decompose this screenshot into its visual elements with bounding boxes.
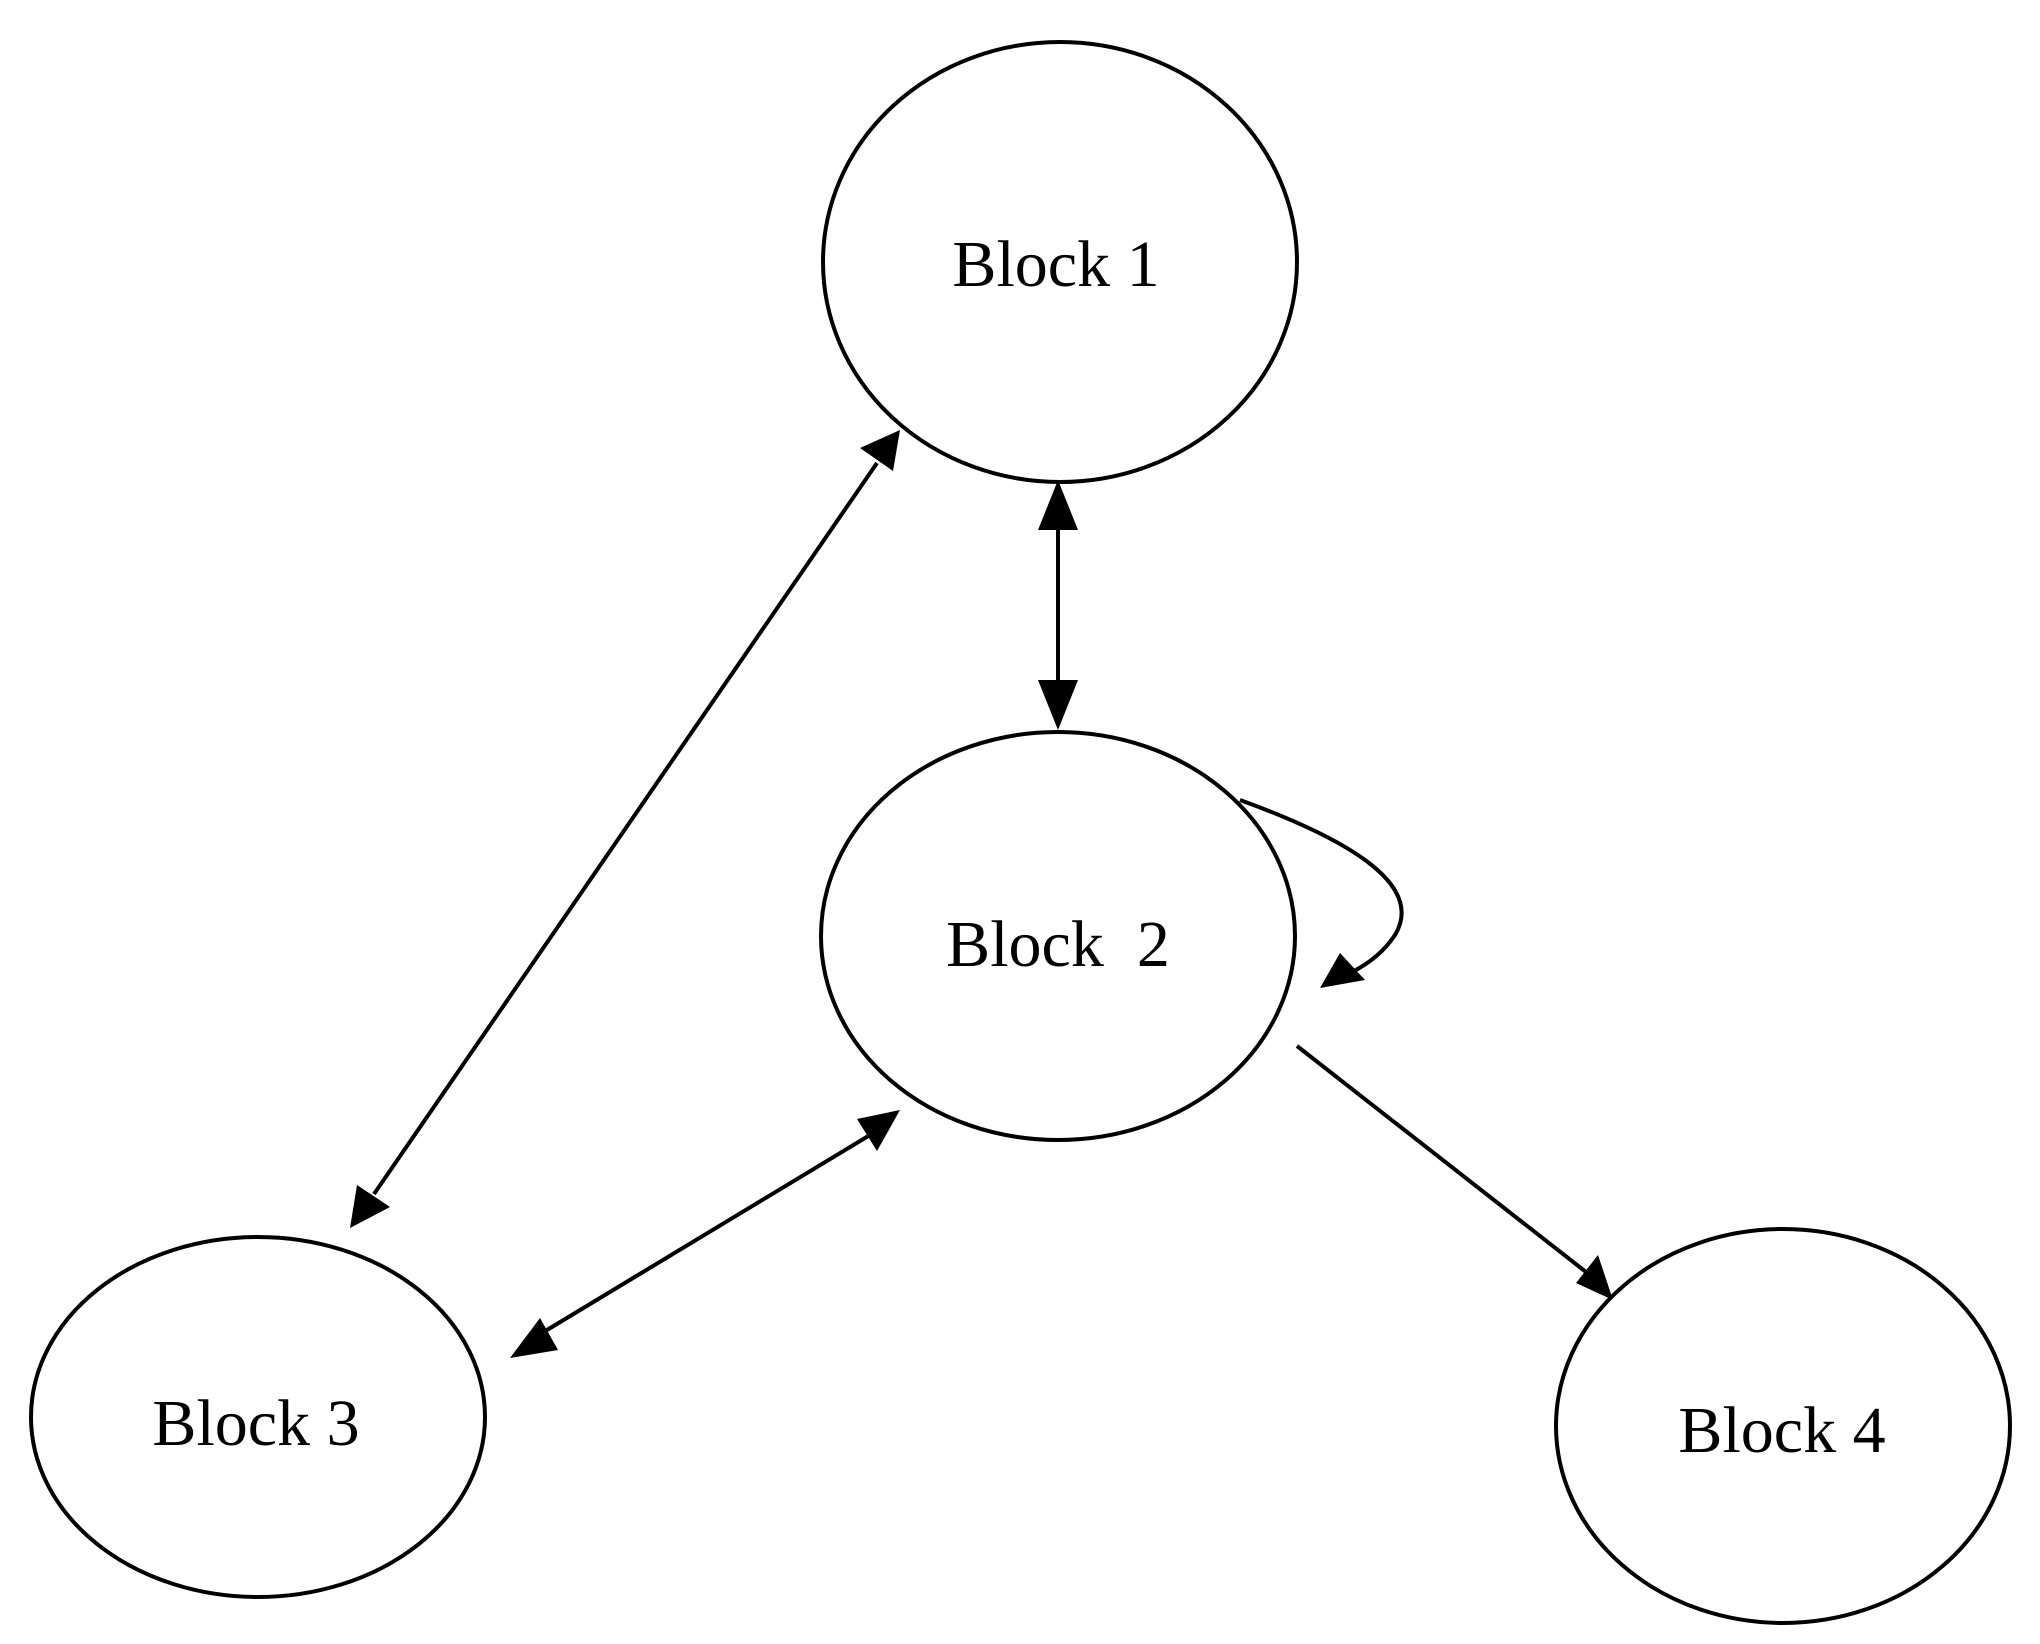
node-label: Block 4 <box>1678 1394 1885 1467</box>
arrowhead-to-block3-from-block1 <box>350 1185 390 1228</box>
node-shape <box>819 730 1297 1142</box>
arrowhead-to-block1 <box>1038 480 1078 530</box>
arrowhead-to-block4 <box>1576 1255 1613 1300</box>
edge-block1-block3 <box>350 430 900 1228</box>
arrowhead-to-block3-from-block2 <box>510 1318 558 1358</box>
edge-block2-block3 <box>510 1110 900 1358</box>
edge-block2-self-loop <box>1239 798 1404 988</box>
arrowhead-to-block2-from-block3 <box>857 1110 900 1151</box>
arrowhead-self-loop <box>1320 953 1365 988</box>
arrowhead-to-block1-from-block3 <box>860 430 900 471</box>
arrowhead-to-block2 <box>1038 680 1078 730</box>
node-shape <box>821 40 1299 484</box>
node-shape <box>1554 1227 2012 1625</box>
node-block4: Block 4 <box>1554 1227 2012 1625</box>
edge-block1-block2 <box>1038 480 1078 730</box>
node-label: Block 1 <box>952 228 1159 301</box>
node-shape <box>29 1235 487 1599</box>
node-label: Block 2 <box>946 908 1170 981</box>
node-block2: Block 2 <box>819 730 1297 1142</box>
node-block3: Block 3 <box>29 1235 487 1599</box>
node-block1: Block 1 <box>821 40 1299 484</box>
node-label: Block 3 <box>152 1387 359 1460</box>
edge-block2-block4 <box>1295 1044 1613 1300</box>
